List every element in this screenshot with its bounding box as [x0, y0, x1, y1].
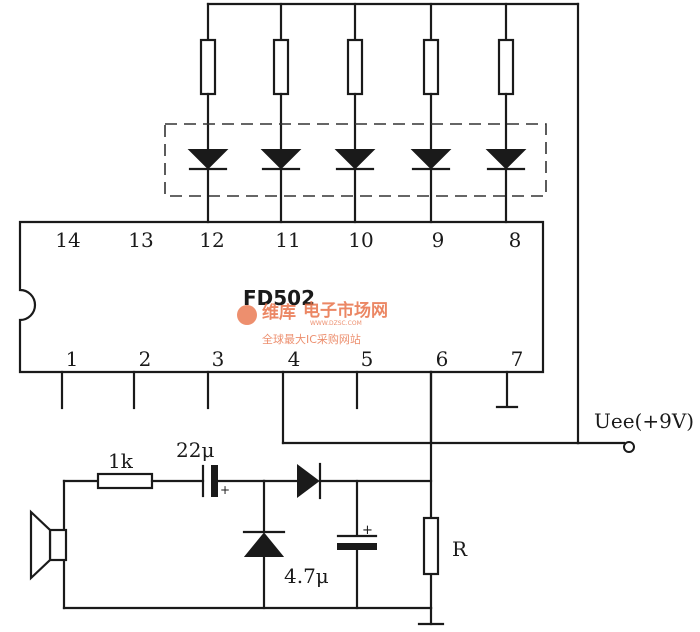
ic-pin-4: 4 — [288, 347, 301, 371]
speaker-icon — [29, 509, 68, 581]
ic-pin-10: 10 — [348, 228, 373, 252]
led-resistor-4 — [422, 2, 440, 150]
watermark-brand: 维库 — [262, 302, 296, 323]
shunt-diode — [242, 479, 286, 610]
ic-pin-1: 1 — [66, 347, 79, 371]
watermark-url: WWW.DZSC.COM — [310, 320, 362, 327]
watermark-logo-icon — [237, 305, 257, 325]
ic-bottom-leads — [60, 370, 519, 445]
ic-pin-8: 8 — [509, 228, 522, 252]
led-resistor-5 — [497, 2, 515, 150]
watermark-subtitle: 全球最大IC采购网站 — [262, 332, 361, 346]
led-1 — [187, 149, 229, 224]
ic-pin-3: 3 — [212, 347, 225, 371]
ic-pin-12: 12 — [199, 228, 224, 252]
capacitor-4-7u-plus: + — [362, 523, 373, 538]
capacitor-22u-plus: + — [220, 483, 230, 497]
capacitor-4-7u: + — [336, 479, 378, 610]
resistor-1k — [96, 472, 205, 490]
resistor-1k-label: 1k — [108, 449, 134, 473]
watermark: 维库 电子市场网 WWW.DZSC.COM 全球最大IC采购网站 — [237, 300, 388, 346]
supply-terminal — [623, 441, 635, 453]
capacitor-4-7u-label: 4.7μ — [284, 564, 329, 588]
ic-pin-13: 13 — [128, 228, 153, 252]
ic-name: FD502 — [243, 286, 315, 310]
led-2 — [260, 149, 302, 224]
led-3 — [334, 149, 376, 224]
resistor-r — [422, 516, 440, 576]
ic-pin-9: 9 — [432, 228, 445, 252]
led-resistor-2 — [272, 2, 290, 150]
ground-icon — [417, 606, 445, 626]
ic-pin-5: 5 — [361, 347, 374, 371]
supply-label: Uee(+9V) — [594, 409, 694, 433]
ic-pin-14: 14 — [55, 228, 80, 252]
ic-pin-6: 6 — [436, 347, 449, 371]
led-4 — [410, 149, 452, 224]
capacitor-22u: + — [201, 464, 266, 498]
watermark-title: 电子市场网 — [303, 300, 388, 321]
led-resistor-1 — [199, 2, 217, 150]
supply-bus — [206, 2, 635, 453]
resistor-r-label: R — [452, 537, 468, 561]
ic-pin-11: 11 — [275, 228, 300, 252]
led-array-box — [164, 123, 547, 197]
led-5 — [485, 149, 527, 224]
ic-package — [18, 220, 545, 374]
ic-pin-2: 2 — [139, 347, 152, 371]
ic-pin-7: 7 — [511, 347, 524, 371]
series-diode — [297, 462, 433, 500]
capacitor-22u-label: 22μ — [176, 438, 214, 462]
led-resistor-3 — [346, 2, 364, 150]
